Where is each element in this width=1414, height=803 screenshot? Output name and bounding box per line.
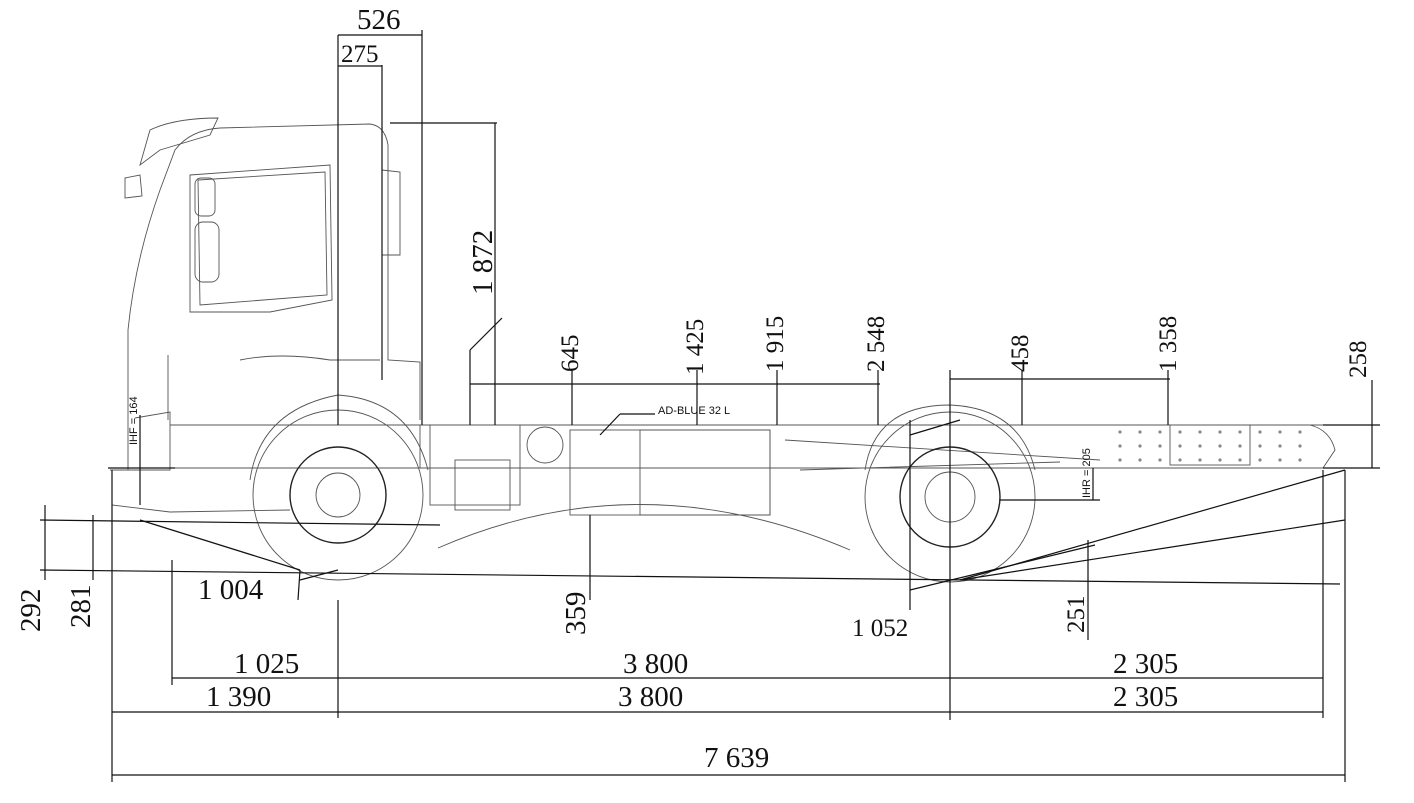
dim-1390: 1 390 <box>206 681 271 713</box>
dim-2305-a: 2 305 <box>1113 648 1178 680</box>
dim-1358: 1 358 <box>1155 316 1182 372</box>
dim-458: 458 <box>1007 335 1034 373</box>
cab-outline <box>110 117 421 513</box>
frame <box>170 424 1336 551</box>
dim-251: 251 <box>1063 596 1090 634</box>
adblue-label: AD-BLUE 32 L <box>658 405 730 417</box>
dim-258: 258 <box>1345 341 1372 379</box>
dimension-lines <box>39 30 1380 782</box>
dim-3800-b: 3 800 <box>618 681 683 713</box>
dim-2305-b: 2 305 <box>1113 681 1178 713</box>
dim-275: 275 <box>341 41 379 68</box>
dim-359: 359 <box>560 592 592 636</box>
dim-281: 281 <box>65 585 97 629</box>
dim-2548: 2 548 <box>863 316 890 372</box>
dim-1025: 1 025 <box>234 648 299 680</box>
dim-645: 645 <box>557 335 584 373</box>
dim-1052: 1 052 <box>852 615 908 642</box>
dim-7639: 7 639 <box>704 742 769 774</box>
dim-1872: 1 872 <box>467 230 499 295</box>
ihr-label: IHR = 205 <box>1081 448 1093 498</box>
dim-292: 292 <box>15 589 47 633</box>
dim-1004: 1 004 <box>198 574 264 606</box>
dim-1425: 1 425 <box>682 319 709 375</box>
dim-526: 526 <box>357 4 401 36</box>
ihf-label: IHF = 164 <box>128 396 140 445</box>
front-wheel <box>249 394 429 581</box>
dim-3800-a: 3 800 <box>623 648 688 680</box>
dim-1915: 1 915 <box>762 316 789 372</box>
